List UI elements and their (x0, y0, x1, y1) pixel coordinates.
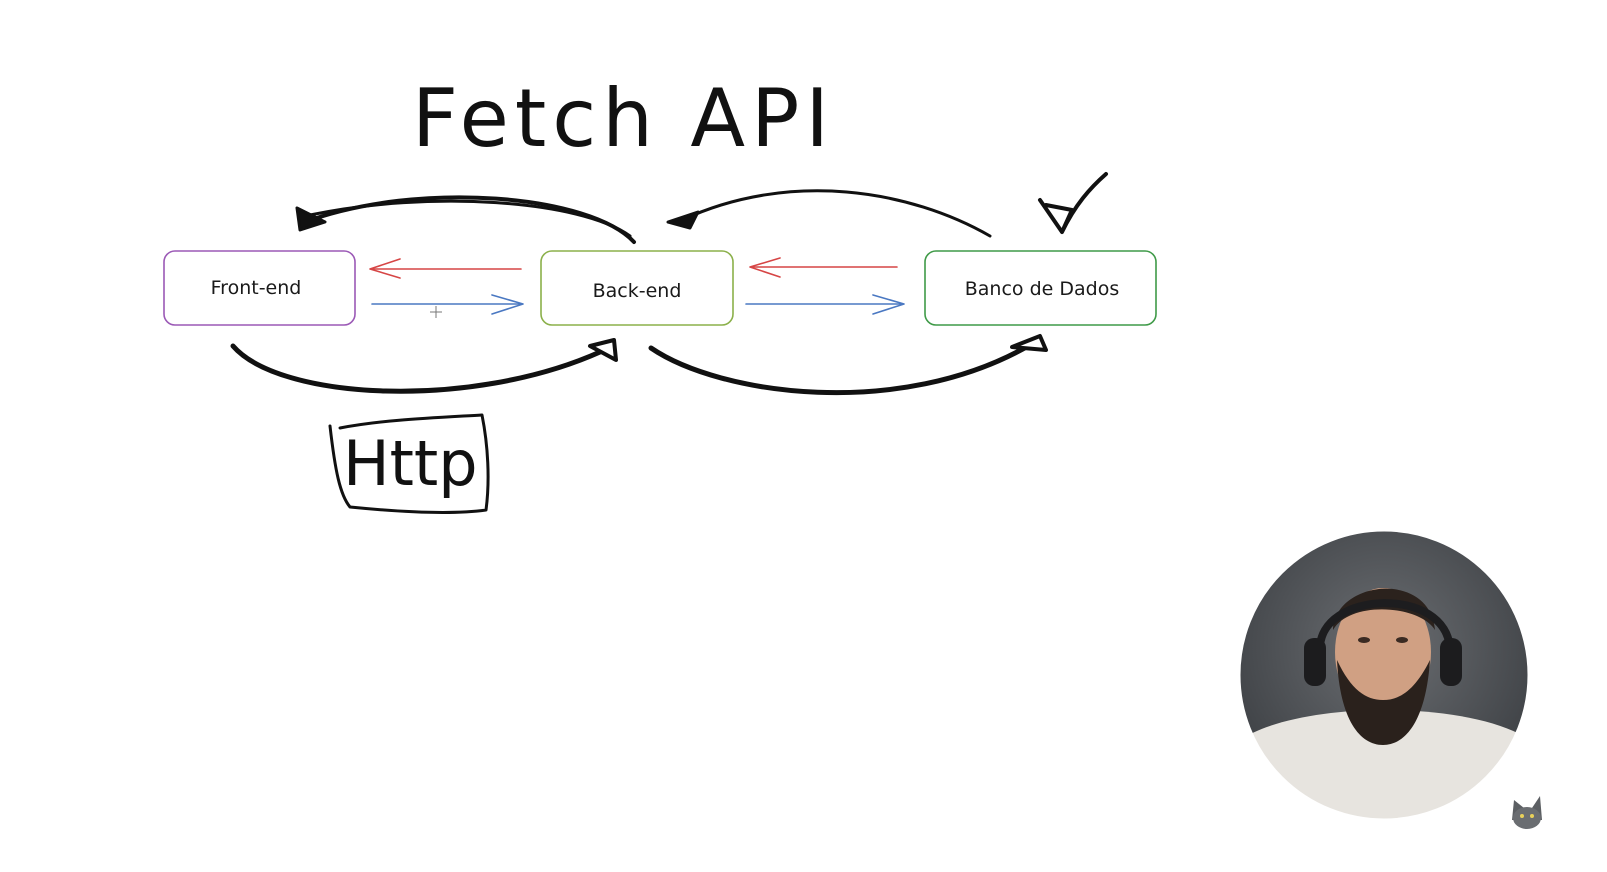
cat-logo-icon (1512, 796, 1542, 829)
webcam-overlay (1240, 531, 1528, 819)
node-label-front-end: Front-end (211, 277, 302, 299)
node-label-banco-de-dados: Banco de Dados (965, 278, 1119, 300)
cursor-crosshair-icon (430, 306, 442, 318)
node-front-end: Front-end (163, 250, 356, 326)
request-arrow-frontend-to-backend (371, 294, 524, 315)
checkmark-icon (1038, 172, 1108, 234)
request-arrow-backend-to-database (745, 294, 905, 315)
request-curve-frontend-to-backend (230, 338, 618, 394)
response-arrow-database-to-backend (749, 257, 898, 278)
return-curve-database-to-backend (666, 189, 992, 238)
http-label-box: Http (328, 413, 490, 515)
page-title: Fetch API (412, 72, 835, 165)
return-curve-backend-to-frontend (295, 195, 636, 244)
node-back-end: Back-end (540, 250, 734, 326)
node-banco-de-dados: Banco de Dados (924, 250, 1157, 326)
response-arrow-backend-to-frontend (369, 258, 522, 279)
request-curve-backend-to-database (648, 334, 1048, 396)
node-label-back-end: Back-end (593, 280, 682, 302)
http-label: Http (343, 427, 478, 500)
